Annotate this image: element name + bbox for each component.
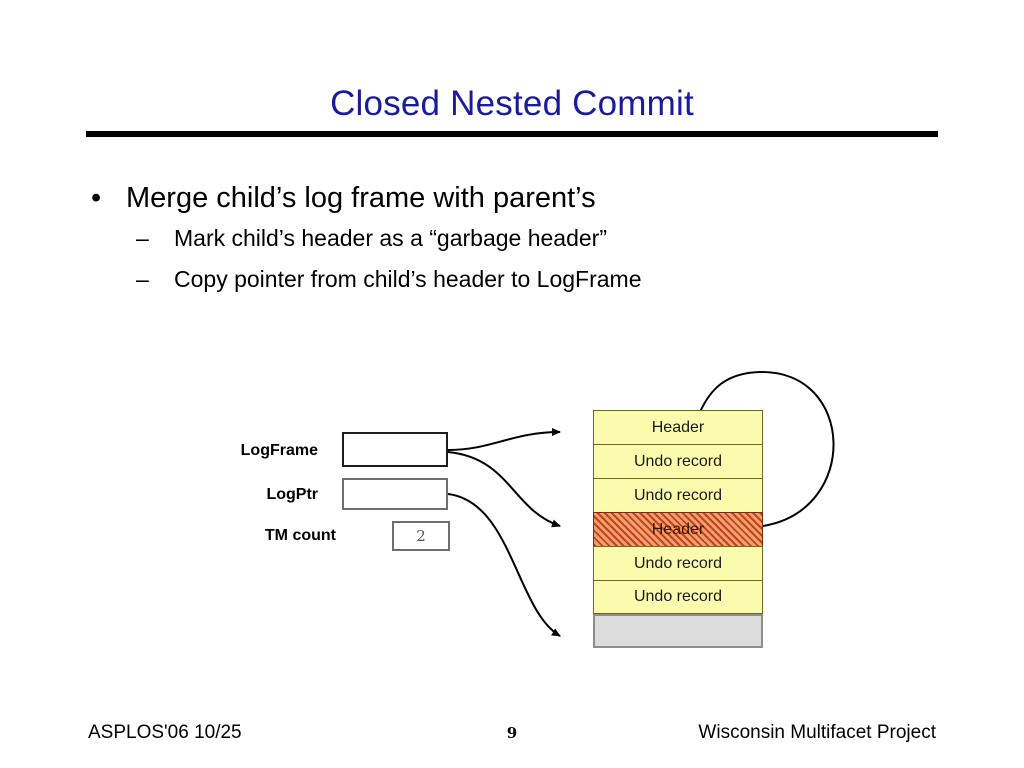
- log-stack-row-undo-2[interactable]: Undo record: [593, 478, 763, 512]
- bullet-marker-dash: –: [136, 225, 149, 251]
- log-stack-row-undo-4[interactable]: Undo record: [593, 580, 763, 614]
- bullet-text: Mark child’s header as a “garbage header…: [174, 225, 607, 251]
- log-stack-row-free-slot[interactable]: [593, 614, 763, 648]
- bullet-marker-dot: •: [91, 182, 102, 214]
- log-stack-row-undo-1[interactable]: Undo record: [593, 444, 763, 478]
- tm-count-value-box[interactable]: 2: [392, 521, 450, 551]
- arrow-logptr-to-free-slot: [447, 493, 561, 637]
- label-logframe: LogFrame: [240, 442, 318, 459]
- footer-conference: ASPLOS'06 10/25: [88, 722, 242, 743]
- bullet-item-sub-1: – Mark child’s header as a “garbage head…: [88, 218, 938, 259]
- diagram-connectors: [447, 370, 835, 637]
- arrow-garbage-header-pointer-loop: [699, 370, 835, 527]
- bullet-marker-dash: –: [136, 266, 149, 292]
- footer-page-number: 9: [506, 724, 518, 742]
- log-stack-row-label: Undo record: [633, 452, 723, 470]
- arrow-logframe-to-header: [447, 428, 561, 451]
- label-logptr: LogPtr: [266, 486, 318, 503]
- bullet-text: Merge child’s log frame with parent’s: [126, 182, 596, 214]
- log-stack-row-label: Undo record: [633, 554, 723, 572]
- bullet-list: • Merge child’s log frame with parent’s …: [88, 178, 938, 300]
- logptr-value-box[interactable]: [342, 478, 448, 510]
- page-title: Closed Nested Commit: [330, 84, 694, 123]
- log-stack-row-label: Undo record: [633, 486, 723, 504]
- arrow-logframe-to-garbage-header: [447, 451, 561, 528]
- log-stack-row-header-parent[interactable]: Header: [593, 410, 763, 444]
- bullet-item-sub-2: – Copy pointer from child’s header to Lo…: [88, 259, 938, 300]
- bullet-item-primary: • Merge child’s log frame with parent’s: [88, 178, 938, 218]
- tm-count-value: 2: [416, 527, 426, 545]
- log-stack-row-label: Undo record: [633, 588, 723, 605]
- log-stack: Header Undo record Undo record Header Un…: [593, 410, 763, 648]
- log-stack-row-garbage-header[interactable]: Header: [593, 512, 763, 546]
- bullet-text: Copy pointer from child’s header to LogF…: [174, 266, 642, 292]
- label-tm-count: TM count: [264, 527, 336, 544]
- log-frame-diagram: LogFrame LogPtr TM count 2 Header Undo r…: [0, 330, 1024, 690]
- log-stack-row-label: Header: [651, 418, 705, 436]
- log-stack-row-label: Header: [651, 520, 705, 538]
- log-stack-row-undo-3[interactable]: Undo record: [593, 546, 763, 580]
- logframe-value-box[interactable]: [342, 432, 448, 467]
- title-divider: [86, 131, 938, 137]
- footer-organization: Wisconsin Multifacet Project: [698, 722, 936, 743]
